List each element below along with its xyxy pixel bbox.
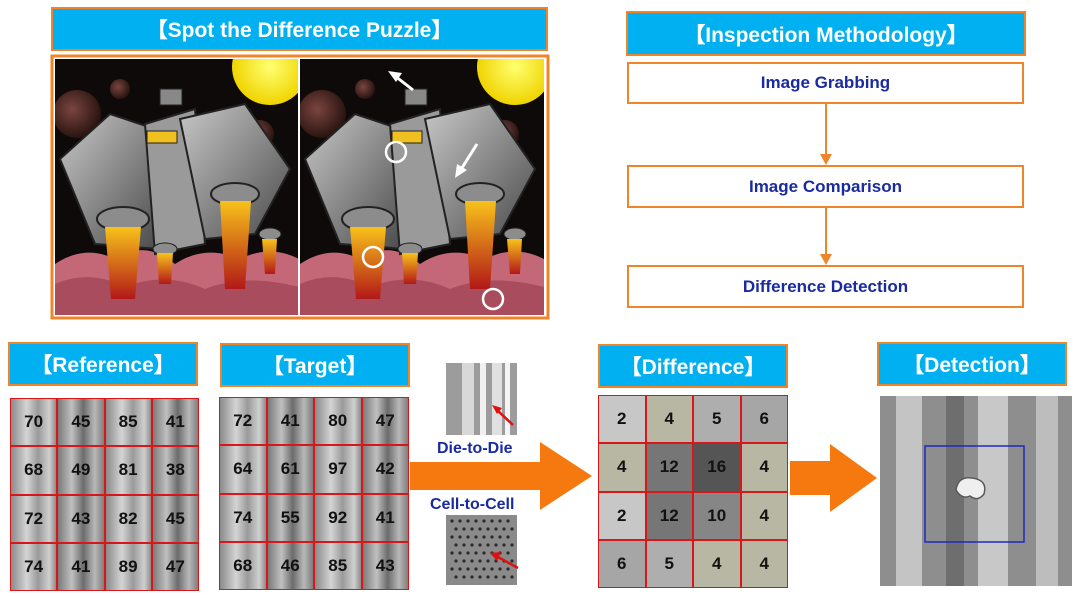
reference-cell: 38 [151,446,199,495]
reference-cell: 82 [104,494,152,543]
difference-cell: 2 [598,491,646,540]
cell-to-cell-label: Cell-to-Cell [430,496,515,513]
target-title: 【Target】 [220,343,410,387]
die-to-die-label: Die-to-Die [437,440,513,457]
reference-cell: 45 [151,494,199,543]
detection-title: 【Detection】 [877,342,1067,386]
reference-cell: 41 [57,542,105,591]
target-cell: 46 [266,541,314,590]
target-cell: 85 [314,541,362,590]
reference-cell: 81 [104,446,152,495]
reference-cell: 49 [57,446,105,495]
reference-cell: 74 [10,542,58,591]
target-cell: 43 [361,541,409,590]
difference-cell: 12 [645,443,693,492]
reference-cell: 43 [57,494,105,543]
target-cell: 74 [219,493,267,542]
reference-cell: 47 [151,542,199,591]
reference-cell: 45 [57,398,105,447]
difference-cell: 4 [740,491,788,540]
difference-cell: 4 [645,395,693,444]
reference-cell: 85 [104,398,152,447]
target-cell: 64 [219,445,267,494]
difference-cell: 4 [693,539,741,588]
difference-title: 【Difference】 [598,344,788,388]
target-cell: 41 [361,493,409,542]
target-cell: 47 [361,397,409,446]
puzzle-title: 【Spot the Difference Puzzle】 [51,7,548,51]
reference-cell: 68 [10,446,58,495]
difference-cell: 4 [598,443,646,492]
target-cell: 42 [361,445,409,494]
difference-cell: 2 [598,395,646,444]
reference-cell: 89 [104,542,152,591]
step-image-comparison: Image Comparison [627,165,1024,208]
difference-cell: 6 [598,539,646,588]
difference-cell: 12 [645,491,693,540]
reference-cell: 70 [10,398,58,447]
difference-cell: 6 [740,395,788,444]
target-cell: 92 [314,493,362,542]
difference-cell: 4 [740,539,788,588]
reference-cell: 72 [10,494,58,543]
target-cell: 55 [266,493,314,542]
target-cell: 41 [266,397,314,446]
target-cell: 80 [314,397,362,446]
difference-cell: 4 [740,443,788,492]
difference-cell: 16 [693,443,741,492]
target-cell: 68 [219,541,267,590]
reference-cell: 41 [151,398,199,447]
difference-cell: 5 [693,395,741,444]
target-cell: 61 [266,445,314,494]
target-cell: 72 [219,397,267,446]
step-image-grabbing: Image Grabbing [627,62,1024,104]
difference-cell: 10 [693,491,741,540]
difference-cell: 5 [645,539,693,588]
step-difference-detection: Difference Detection [627,265,1024,308]
method-title: 【Inspection Methodology】 [626,11,1026,56]
reference-title: 【Reference】 [8,342,198,386]
target-cell: 97 [314,445,362,494]
